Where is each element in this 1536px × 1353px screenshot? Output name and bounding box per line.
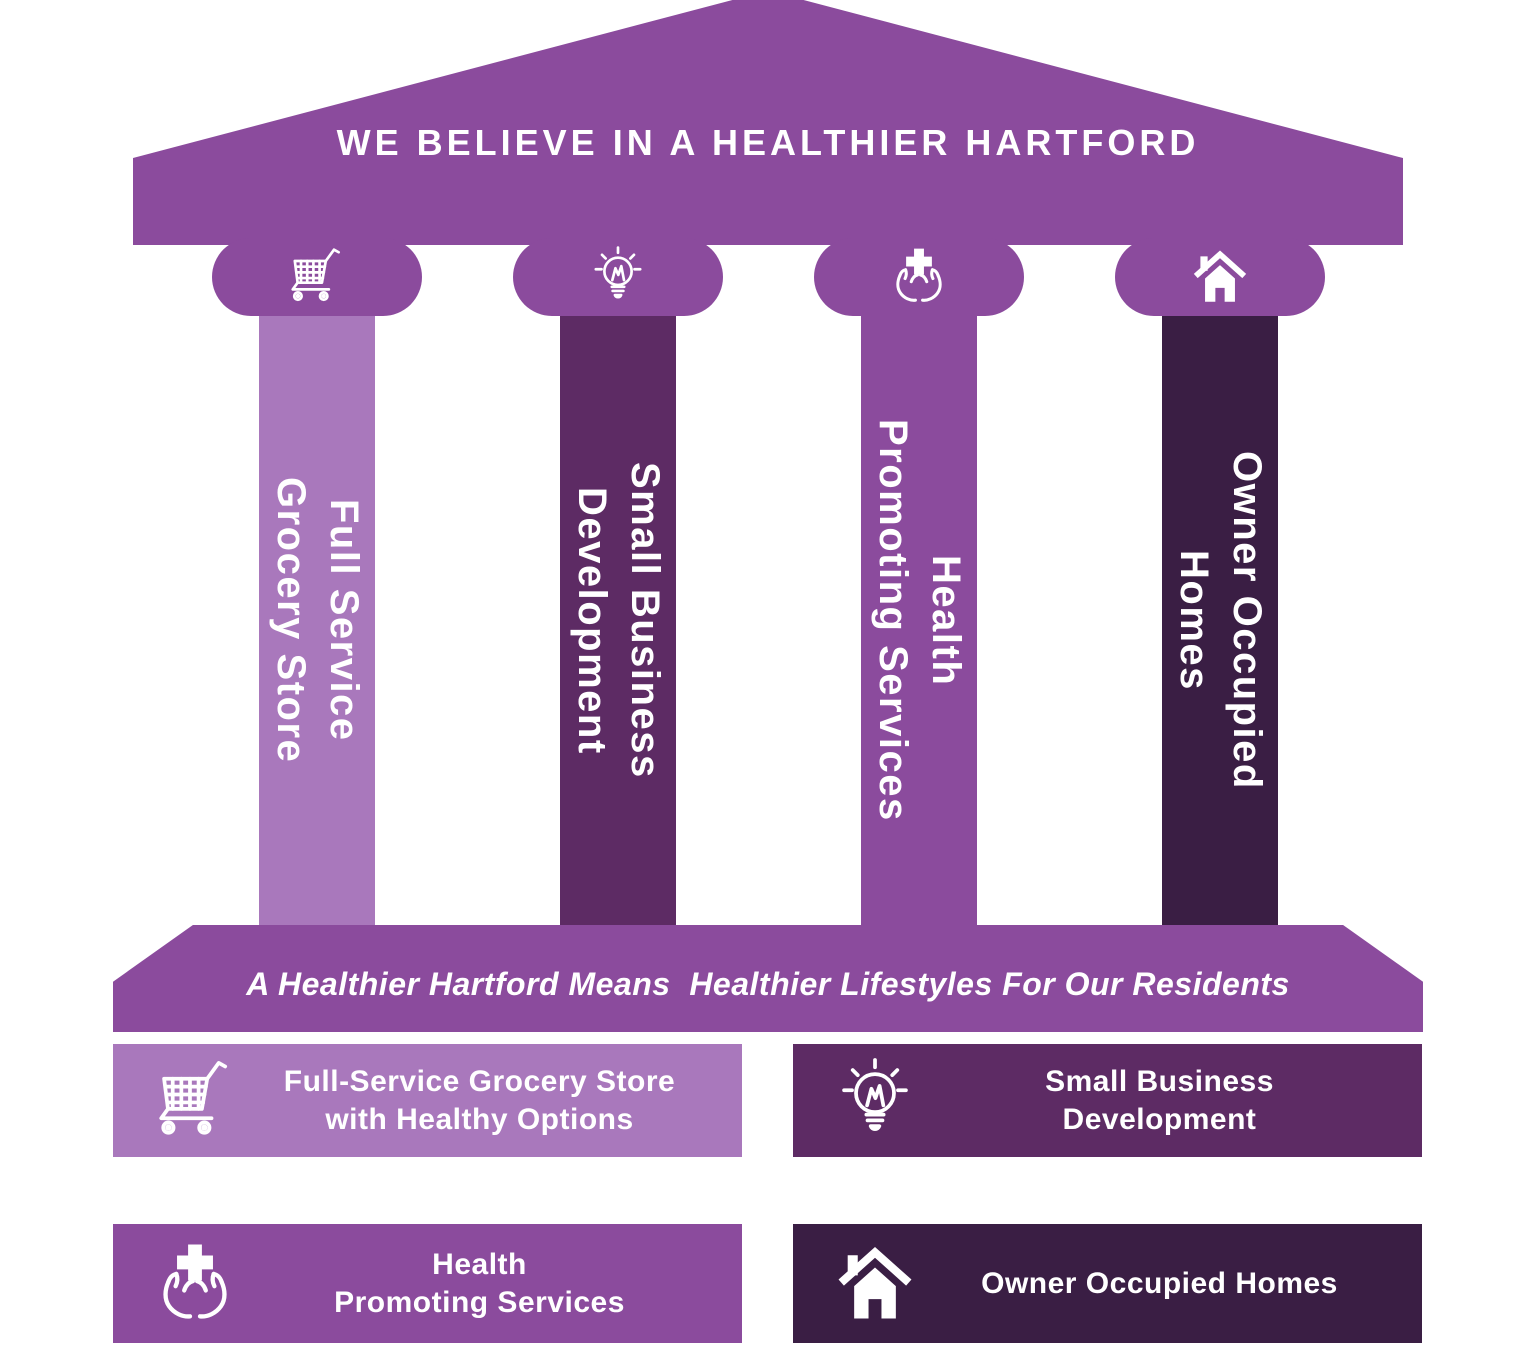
legend-box-full-service-grocery-store: Full-Service Grocery Store with Healthy … <box>113 1044 742 1157</box>
pillar-full-service-grocery-store: Full Service Grocery Store <box>212 238 422 927</box>
column-capital <box>513 238 723 316</box>
pediment: WE BELIEVE IN A HEALTHIER HARTFORD <box>133 0 1403 245</box>
column-capital <box>212 238 422 316</box>
legend-box-owner-occupied-homes: Owner Occupied Homes <box>793 1224 1422 1343</box>
column-shaft: Small Business Development <box>560 314 676 927</box>
column-shaft: Health Promoting Services <box>861 314 977 927</box>
pillar-label: Owner Occupied Homes <box>1172 451 1269 790</box>
legend-box-label: Owner Occupied Homes <box>981 1266 1338 1300</box>
lightbulb-icon <box>585 244 651 310</box>
shopping-cart-icon <box>149 1055 241 1147</box>
pillar-label: Health Promoting Services <box>871 419 968 822</box>
house-icon <box>1187 244 1253 310</box>
house-icon <box>829 1238 921 1330</box>
column-capital <box>1115 238 1325 316</box>
health-hands-icon <box>149 1238 241 1330</box>
legend-box-label: Full-Service Grocery Store with Healthy … <box>283 1065 676 1136</box>
lightbulb-icon <box>829 1055 921 1147</box>
pillar-small-business-development: Small Business Development <box>513 238 723 927</box>
base-band: A Healthier Hartford Means Healthier Lif… <box>113 925 1423 1032</box>
column-shaft: Full Service Grocery Store <box>259 314 375 927</box>
legend-box-health-promoting-services: Health Promoting Services <box>113 1224 742 1343</box>
pillar-label: Full Service Grocery Store <box>269 477 366 764</box>
page-title: WE BELIEVE IN A HEALTHIER HARTFORD <box>336 122 1200 163</box>
pillar-health-promoting-services: Health Promoting Services <box>814 238 1024 927</box>
base-caption: A Healthier Hartford Means Healthier Lif… <box>246 966 1290 1002</box>
legend-box-small-business-development: Small Business Development <box>793 1044 1422 1157</box>
pillar-label: Small Business Development <box>570 462 667 779</box>
column-shaft: Owner Occupied Homes <box>1162 314 1278 927</box>
shopping-cart-icon <box>284 244 350 310</box>
legend-box-label: Small Business Development <box>1045 1065 1274 1136</box>
column-capital <box>814 238 1024 316</box>
legend-box-label: Health Promoting Services <box>334 1248 625 1319</box>
health-hands-icon <box>886 244 952 310</box>
pillar-owner-occupied-homes: Owner Occupied Homes <box>1115 238 1325 927</box>
